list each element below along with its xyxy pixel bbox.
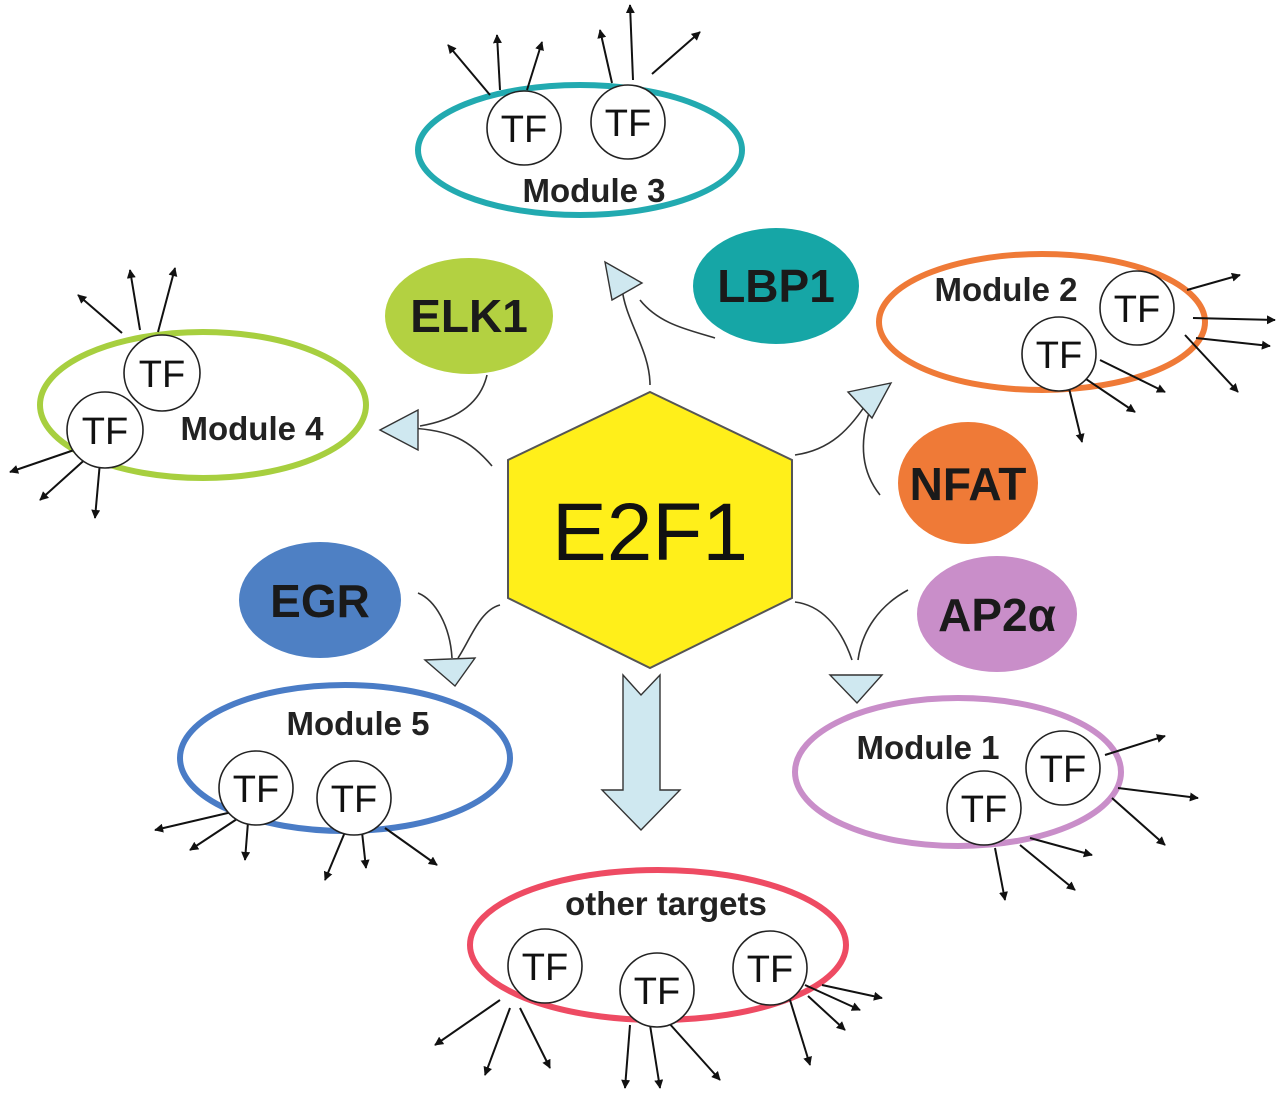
connector-e2f1-module2 — [794, 397, 871, 456]
arrowhead-module4 — [378, 408, 419, 452]
module3-ellipse — [415, 82, 745, 218]
module3-label: Module 3 — [522, 172, 665, 209]
tf-node: TF — [732, 930, 808, 1006]
modules — [37, 82, 1208, 1023]
lbp1-oval — [693, 228, 859, 344]
tf-label: TF — [605, 103, 651, 145]
elk1-label: ELK1 — [410, 290, 528, 342]
tf-label: TF — [634, 971, 680, 1013]
elk1-node: ELK1 — [385, 258, 553, 374]
e2f1-label: E2F1 — [552, 487, 748, 578]
tf-label: TF — [961, 789, 1007, 831]
elk1-oval — [385, 258, 553, 374]
module1-label: Module 1 — [856, 729, 999, 766]
connector-egr-module5 — [417, 592, 453, 659]
tf-node: TF — [123, 334, 201, 412]
ap2a-oval — [917, 556, 1077, 672]
tf-output-arrows — [9, 4, 1276, 1089]
tf-node: TF — [66, 391, 144, 469]
lbp1-label: LBP1 — [717, 260, 835, 312]
tf-node: TF — [1025, 730, 1101, 806]
tf-label: TF — [501, 109, 547, 151]
connectors — [409, 287, 909, 661]
module4-ellipse — [37, 329, 369, 481]
other-targets-label: other targets — [565, 885, 767, 922]
tf-node: TF — [1021, 316, 1097, 392]
tf-node: TF — [486, 90, 562, 166]
arrowhead-module5 — [423, 657, 477, 688]
tf-nodes: TF TF TF TF TF TF TF TF — [66, 84, 1175, 1028]
arrowhead-module1 — [828, 674, 884, 705]
nfat-label: NFAT — [910, 458, 1027, 510]
egr-label: EGR — [270, 575, 370, 627]
tf-label: TF — [82, 411, 128, 453]
module1-ellipse — [792, 695, 1124, 849]
module5-label: Module 5 — [286, 705, 429, 742]
big-arrow-other-targets — [600, 673, 682, 832]
e2f1-hexagon — [507, 390, 793, 670]
lbp1-node: LBP1 — [693, 228, 859, 344]
arrowhead-module3 — [604, 260, 644, 302]
arrowhead-module2 — [846, 382, 893, 420]
ap2a-label: AP2α — [938, 589, 1056, 641]
connector-nfat-module2 — [862, 409, 881, 496]
tf-node: TF — [590, 84, 666, 160]
nfat-oval — [898, 422, 1038, 544]
connector-e2f1-module1 — [794, 601, 853, 661]
tf-label: TF — [139, 354, 185, 396]
connector-ap2a-module1 — [857, 589, 909, 661]
egr-oval — [239, 542, 401, 658]
tf-node: TF — [946, 770, 1022, 846]
tf-label: TF — [1036, 335, 1082, 377]
ap2a-node: AP2α — [917, 556, 1077, 672]
nfat-node: NFAT — [898, 422, 1038, 544]
connector-elk1-module4 — [419, 374, 488, 427]
module2-label: Module 2 — [934, 271, 1077, 308]
connector-e2f1-module5 — [457, 604, 501, 659]
tf-node: TF — [316, 760, 392, 836]
module-labels: Module 3 Module 2 Module 4 Module 5 Modu… — [180, 172, 1077, 922]
connector-lbp1-module3 — [639, 299, 716, 339]
tf-label: TF — [233, 769, 279, 811]
regulators: ELK1 LBP1 NFAT AP2α EGR — [239, 228, 1077, 672]
module2-ellipse — [876, 251, 1208, 393]
tf-node: TF — [218, 750, 294, 826]
tf-label: TF — [1040, 749, 1086, 791]
connector-e2f1-module4 — [409, 427, 493, 467]
open-arrowheads — [378, 260, 893, 832]
egr-node: EGR — [239, 542, 401, 658]
module4-label: Module 4 — [180, 410, 324, 447]
tf-node: TF — [507, 928, 583, 1004]
tf-label: TF — [522, 947, 568, 989]
e2f1-hub: E2F1 — [507, 390, 793, 670]
tf-label: TF — [747, 949, 793, 991]
tf-label: TF — [1114, 289, 1160, 331]
tf-node: TF — [1099, 270, 1175, 346]
tf-node: TF — [619, 952, 695, 1028]
connector-e2f1-module3 — [621, 287, 651, 386]
tf-label: TF — [331, 779, 377, 821]
